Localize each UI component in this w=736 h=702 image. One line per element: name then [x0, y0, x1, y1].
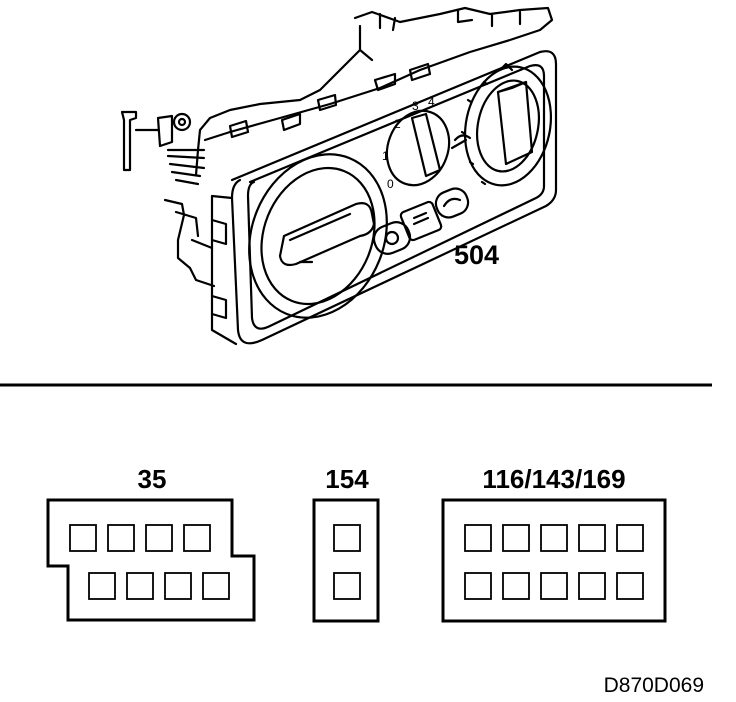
recirc-icon: [384, 230, 400, 246]
recirc-button[interactable]: [370, 218, 414, 257]
pin: [540, 524, 568, 552]
housing-side: [194, 48, 362, 177]
panel-side-tabs: [210, 218, 228, 320]
gear-teeth: [166, 148, 206, 186]
connector-body: [441, 498, 667, 623]
right-dial-marks: [460, 62, 514, 186]
pin: [69, 524, 97, 552]
dial-number: 2: [394, 117, 401, 131]
connector-pins: [464, 524, 644, 600]
connector-label: 35: [138, 464, 167, 494]
connector-body: [312, 498, 380, 623]
dial-number: 4: [428, 95, 435, 109]
pin: [616, 524, 644, 552]
right-dial-ring-inner: [476, 79, 540, 173]
panel-side-edge: [210, 194, 238, 346]
pin: [333, 572, 361, 600]
pin: [145, 524, 173, 552]
center-dial-ring: [385, 109, 451, 187]
center-dial-knob: [410, 112, 442, 178]
connector-116-143-169: 116/143/169: [441, 464, 667, 623]
airflow-symbol: [450, 134, 472, 150]
pin: [464, 572, 492, 600]
pin: [578, 524, 606, 552]
pin: [88, 572, 116, 600]
pin: [616, 572, 644, 600]
pin: [502, 572, 530, 600]
pin: [502, 524, 530, 552]
panel-frame-inner: [246, 64, 546, 330]
pin: [333, 524, 361, 552]
housing-slots: [228, 62, 432, 139]
pin: [540, 572, 568, 600]
connector-label: 154: [325, 464, 369, 494]
pin: [107, 524, 135, 552]
lower-bracket: [163, 198, 216, 288]
panel-frame-outer: [230, 50, 558, 345]
right-dial-ring-outer: [463, 65, 553, 187]
housing-top-tabs: [358, 8, 522, 62]
left-dial-knob-face: [288, 212, 352, 264]
dial-number: 0: [387, 177, 394, 191]
left-dial-ring-outer: [248, 153, 388, 319]
rear-defrost-icon: [412, 211, 430, 226]
pivot-knob: [172, 112, 192, 132]
drawing-reference: D870D069: [604, 674, 704, 697]
pivot-knob-inner: [177, 117, 187, 127]
housing-top: [203, 6, 554, 142]
connector-pins: [69, 524, 230, 600]
left-dial-ring-inner: [260, 166, 376, 306]
pin: [126, 572, 154, 600]
pin: [183, 524, 211, 552]
connector-label: 116/143/169: [482, 464, 625, 494]
connector-body: [46, 498, 256, 622]
left-dial-knob: [278, 202, 376, 267]
climate-control-unit: [120, 6, 558, 346]
left-bracket: [120, 110, 174, 172]
ac-button[interactable]: [432, 185, 471, 221]
connector-154: 154: [312, 464, 380, 623]
pin: [202, 572, 230, 600]
unit-label: 504: [454, 240, 499, 270]
right-dial-knob-top: [496, 80, 528, 94]
dial-number: 1: [382, 149, 389, 163]
pin: [464, 524, 492, 552]
connector-35: 35: [46, 464, 256, 622]
dial-number: 3: [412, 99, 419, 113]
right-dial-knob: [496, 80, 534, 166]
pin: [164, 572, 192, 600]
ac-icon: [442, 197, 462, 208]
pin: [578, 572, 606, 600]
rear-defrost-button[interactable]: [399, 200, 443, 242]
fan-speed-scale: 0 1 2 3 4: [382, 95, 435, 191]
connector-pins: [333, 524, 361, 600]
